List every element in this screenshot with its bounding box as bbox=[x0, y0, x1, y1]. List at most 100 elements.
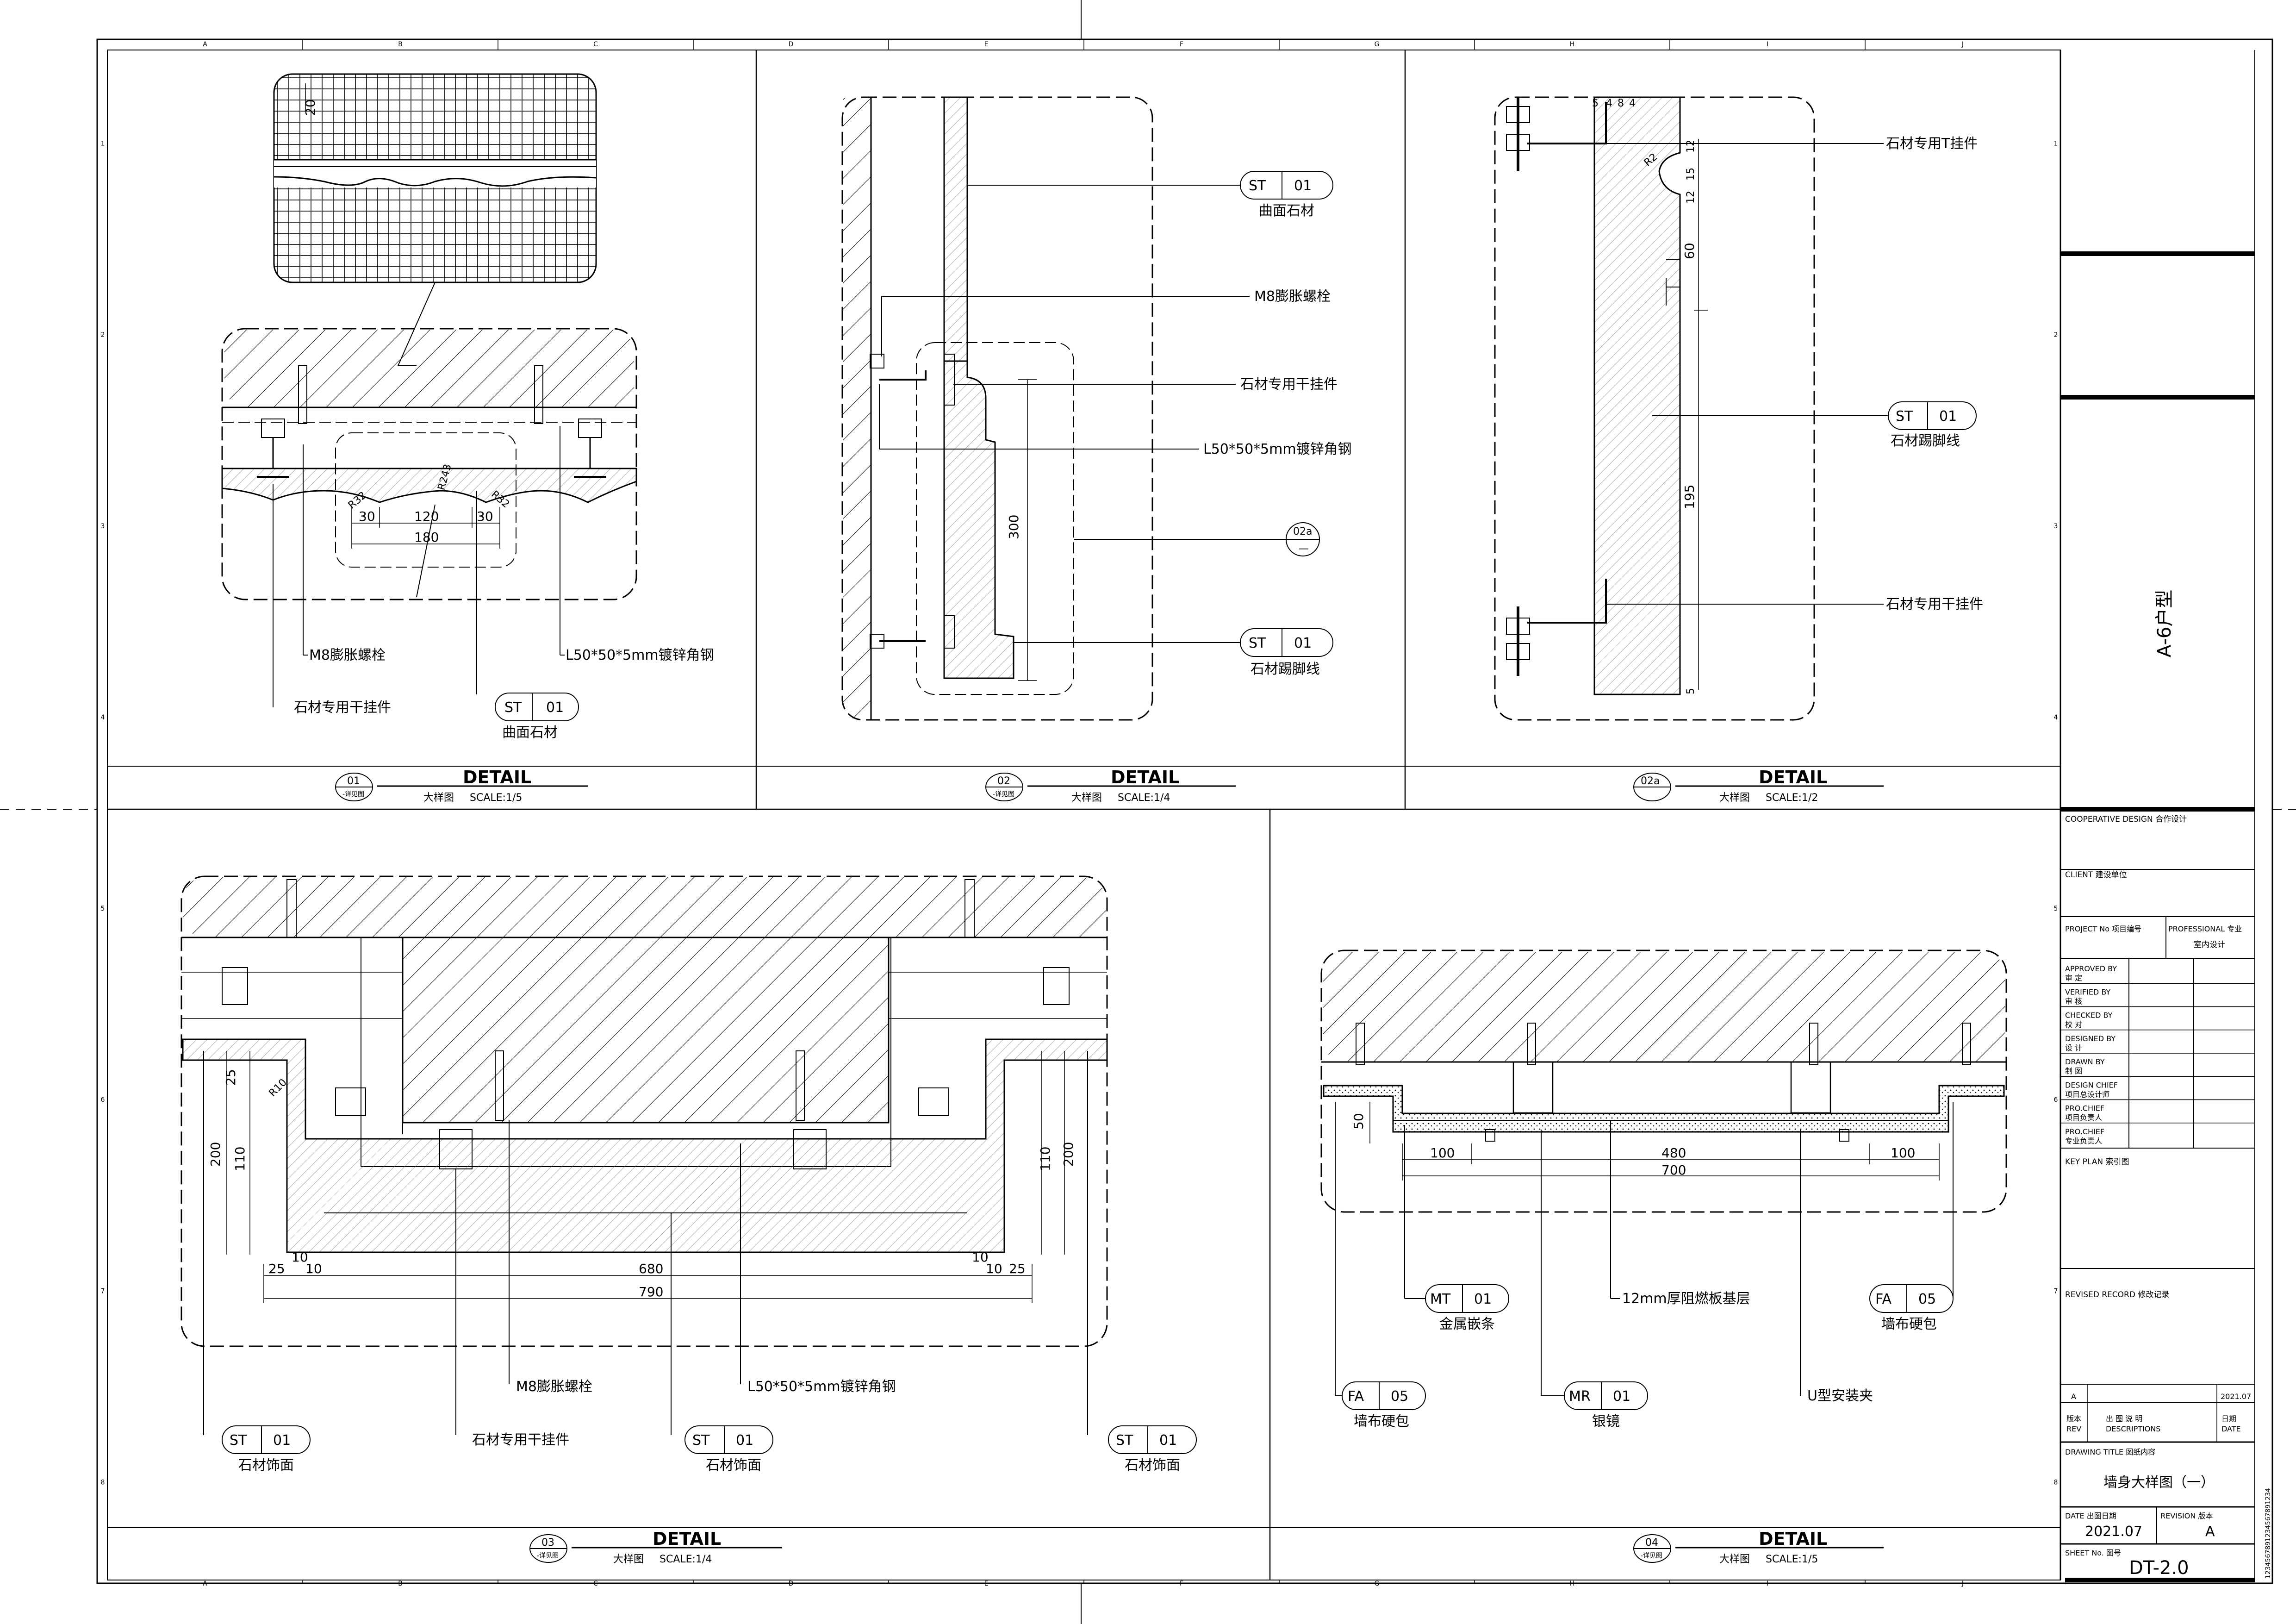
tb-rev-date: 2021.07 bbox=[2221, 1392, 2251, 1401]
caption-02-subtitle: 大样图 bbox=[1071, 792, 1102, 804]
detail03-dim-l110: 110 bbox=[232, 1147, 248, 1171]
detail01-dim-20: 20 bbox=[303, 99, 318, 116]
detail04-label-board: 12mm厚阻燃板基层 bbox=[1622, 1291, 1750, 1307]
grid-column-label: H bbox=[1570, 1580, 1575, 1587]
detail01-dim-30a: 30 bbox=[359, 509, 375, 524]
signoff-role-cn: 项目总设计师 bbox=[2065, 1090, 2109, 1099]
detail03-label-stone1: 石材饰面 bbox=[238, 1457, 294, 1474]
grid-column-label: I bbox=[1767, 1580, 1768, 1587]
detail02-callout-bottom-num: 01 bbox=[1294, 635, 1312, 651]
detail02-ref-tag-num: 02a bbox=[1293, 526, 1312, 537]
grid-column-label: F bbox=[1180, 1580, 1183, 1587]
detail02-callout-bottom-code: ST bbox=[1249, 635, 1266, 651]
tb-rev-cn: 版本 bbox=[2066, 1414, 2081, 1423]
tb-rev-value: A bbox=[2071, 1392, 2076, 1401]
detail02a-dim-15: 15 bbox=[1685, 168, 1697, 181]
detail03-label-bolt: M8膨胀螺栓 bbox=[516, 1379, 592, 1395]
caption-02a-scale: SCALE:1/2 bbox=[1766, 792, 1818, 804]
detail01-dim-180: 180 bbox=[414, 530, 439, 545]
detail02a-dim-5b: 5 bbox=[1685, 688, 1697, 694]
detail01-callout-num: 01 bbox=[546, 700, 564, 716]
detail01-callout-text: 曲面石材 bbox=[502, 725, 558, 741]
detail04-dim-50: 50 bbox=[1351, 1113, 1366, 1130]
grid-column-label: G bbox=[1375, 1580, 1380, 1587]
detail02a-dim-5: 5 bbox=[1592, 98, 1599, 109]
detail03-dim-r110: 110 bbox=[1038, 1147, 1053, 1171]
detail04-label-clip: U型安装夹 bbox=[1807, 1388, 1873, 1404]
detail-02: 300 bbox=[841, 96, 1287, 721]
signoff-role-en: APPROVED BY bbox=[2065, 964, 2117, 973]
caption-01: 01 -详见图 DETAIL 大样图 SCALE:1/5 bbox=[335, 767, 588, 804]
signoff-role-en: VERIFIED BY bbox=[2065, 987, 2110, 996]
detail02-callout-bottom: ST 01 石材踢脚线 bbox=[1240, 628, 1333, 677]
detail03-label-hanger: 石材专用干挂件 bbox=[472, 1432, 569, 1448]
detail02a-label-skirting: 石材踢脚线 bbox=[1891, 433, 1960, 449]
grid-column-label: J bbox=[1961, 1580, 1964, 1587]
signoff-role-cn: 审 核 bbox=[2065, 997, 2082, 1006]
detail03-callout-left: ST 01 石材饰面 bbox=[222, 1425, 311, 1474]
detail03-label-angle: L50*50*5mm镀锌角钢 bbox=[747, 1379, 896, 1395]
caption-01-sub: -详见图 bbox=[342, 791, 364, 798]
detail01-dim-30b: 30 bbox=[477, 509, 493, 524]
detail01-callout-code: ST bbox=[504, 700, 522, 716]
grid-column-label: E bbox=[984, 41, 989, 48]
detail02a-dim-195: 195 bbox=[1682, 485, 1697, 509]
detail-03: 25 110 200 110 200 R10 25 10 10 10 10 25… bbox=[180, 875, 1108, 1435]
signoff-role-cn: 项目负责人 bbox=[2065, 1113, 2102, 1122]
detail-02a: 5 4 8 4 12 15 12 60 195 5 R2 bbox=[1494, 96, 1888, 721]
grid-row-label: 4 bbox=[2054, 714, 2058, 721]
grid-row-label: 5 bbox=[2054, 905, 2058, 912]
detail03-callout-right-num: 01 bbox=[1159, 1432, 1177, 1449]
caption-04: 04 -详见图 DETAIL 大样图 SCALE:1/5 bbox=[1633, 1529, 1884, 1565]
detail04-label-fabric-right: 墙布硬包 bbox=[1881, 1316, 1937, 1332]
tb-cooperative: COOPERATIVE DESIGN 合作设计 bbox=[2065, 815, 2187, 824]
signoff-role-cn: 制 图 bbox=[2065, 1067, 2082, 1075]
caption-02a-subtitle: 大样图 bbox=[1719, 792, 1750, 804]
detail04-callout-fa-right-num: 05 bbox=[1918, 1291, 1936, 1307]
signoff-role-en: CHECKED BY bbox=[2065, 1011, 2113, 1020]
caption-03-id: 03 bbox=[541, 1537, 554, 1549]
tb-client: CLIENT 建设单位 bbox=[2065, 870, 2127, 880]
detail04-label-fabric-left: 墙布硬包 bbox=[1354, 1413, 1409, 1430]
tb-key-plan: KEY PLAN 索引图 bbox=[2065, 1157, 2129, 1167]
detail02-dim-300: 300 bbox=[1006, 515, 1021, 539]
detail03-callout-left-code: ST bbox=[230, 1432, 247, 1449]
title-block bbox=[2060, 50, 2255, 1582]
detail03-dim-w10b: 10 bbox=[305, 1261, 322, 1276]
tb-drawing-title: 墙身大样图（一） bbox=[2103, 1474, 2215, 1491]
detail01-label-hanger: 石材专用干挂件 bbox=[294, 700, 391, 716]
detail02-ref-tag-02a: 02a — bbox=[1286, 522, 1320, 556]
detail02a-callout-num: 01 bbox=[1939, 408, 1957, 425]
tb-desc-en: DESCRIPTIONS bbox=[2106, 1424, 2160, 1433]
tb-side-code: 1234567891234567891234 bbox=[2265, 1488, 2272, 1579]
detail03-callout-right-code: ST bbox=[1116, 1432, 1133, 1449]
caption-03-title: DETAIL bbox=[653, 1529, 721, 1549]
detail03-dim-w25a: 25 bbox=[268, 1261, 285, 1276]
detail04-label-metal: 金属嵌条 bbox=[1439, 1316, 1495, 1332]
grid-row-label: 7 bbox=[101, 1287, 105, 1295]
caption-04-subtitle: 大样图 bbox=[1719, 1554, 1750, 1565]
caption-01-id: 01 bbox=[347, 775, 360, 787]
grid-column-label: A bbox=[203, 41, 207, 48]
caption-03: 03 -详见图 DETAIL 大样图 SCALE:1/4 bbox=[529, 1529, 782, 1565]
grid-column-label: I bbox=[1767, 41, 1768, 48]
caption-03-scale: SCALE:1/4 bbox=[660, 1554, 712, 1565]
detail02a-label-hanger-bottom: 石材专用干挂件 bbox=[1886, 596, 1983, 612]
detail01-callout-st01: ST 01 曲面石材 bbox=[495, 693, 579, 741]
caption-03-sub: -详见图 bbox=[537, 1552, 559, 1560]
detail02a-dim-12a: 12 bbox=[1685, 140, 1697, 153]
detail03-dim-r200: 200 bbox=[1061, 1142, 1076, 1167]
signoff-role-en: DESIGN CHIEF bbox=[2065, 1081, 2118, 1089]
grid-column-label: J bbox=[1961, 41, 1964, 48]
grid-row-label: 3 bbox=[101, 523, 105, 530]
detail03-label-stone2: 石材饰面 bbox=[706, 1457, 761, 1474]
signoff-role-en: PRO.CHIEF bbox=[2065, 1127, 2104, 1136]
detail02-label-bolt: M8膨胀螺栓 bbox=[1254, 288, 1331, 305]
detail01-label-bolt: M8膨胀螺栓 bbox=[309, 647, 386, 663]
tb-date-label: DATE 出图日期 bbox=[2065, 1512, 2116, 1520]
detail03-callout-left-num: 01 bbox=[273, 1432, 291, 1449]
tb-date: 2021.07 bbox=[2085, 1524, 2142, 1540]
tb-desc-cn: 出 图 说 明 bbox=[2106, 1414, 2142, 1423]
grid-row-label: 3 bbox=[2054, 523, 2058, 530]
